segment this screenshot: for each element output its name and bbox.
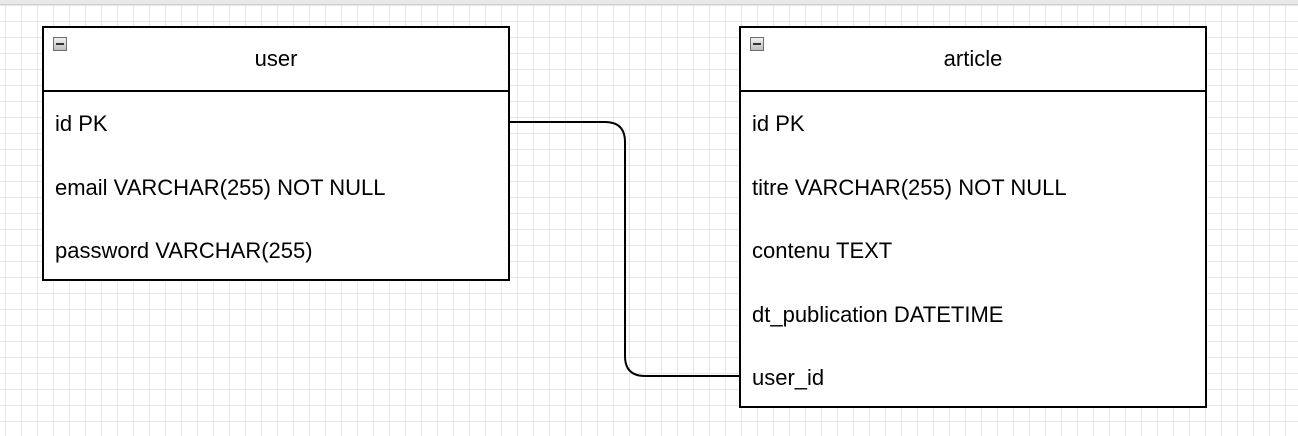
collapse-icon[interactable]: [53, 37, 67, 51]
entity-article[interactable]: article id PK titre VARCHAR(255) NOT NUL…: [739, 26, 1207, 408]
field-row[interactable]: id PK: [752, 111, 805, 136]
entity-fields: id PK email VARCHAR(255) NOT NULL passwo…: [44, 92, 508, 283]
entity-header[interactable]: article: [741, 28, 1205, 92]
field-row[interactable]: titre VARCHAR(255) NOT NULL: [752, 174, 1067, 200]
canvas-top-border: [0, 0, 1298, 5]
entity-header[interactable]: user: [44, 28, 508, 92]
collapse-icon[interactable]: [750, 37, 764, 51]
entity-user[interactable]: user id PK email VARCHAR(255) NOT NULL p…: [42, 26, 510, 281]
field-row[interactable]: user_id: [752, 365, 825, 390]
field-row[interactable]: contenu TEXT: [752, 238, 893, 263]
entity-title: user: [254, 46, 298, 71]
field-row[interactable]: password VARCHAR(255): [55, 238, 313, 263]
entity-title: article: [943, 46, 1003, 71]
relation-line[interactable]: [510, 121, 739, 377]
field-row[interactable]: id PK: [55, 111, 108, 136]
field-row[interactable]: dt_publication DATETIME: [752, 301, 1004, 327]
field-row[interactable]: email VARCHAR(255) NOT NULL: [55, 174, 386, 200]
entity-fields: id PK titre VARCHAR(255) NOT NULL conten…: [741, 92, 1205, 410]
